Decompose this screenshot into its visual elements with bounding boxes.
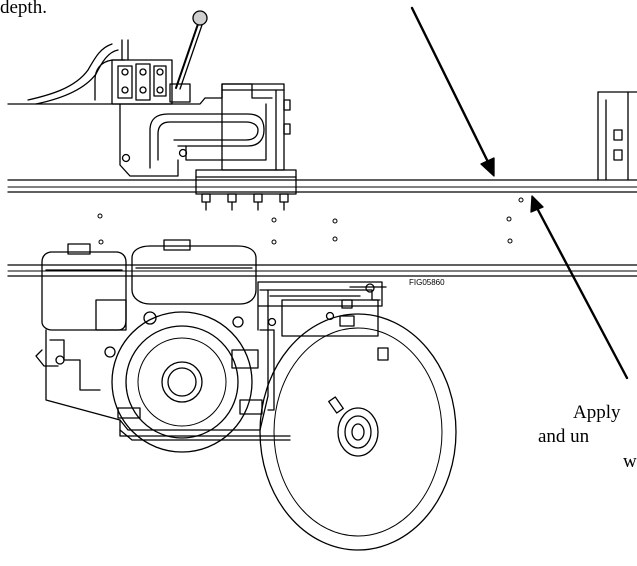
callout-bottom-line3: w	[623, 451, 637, 472]
transport-wheel	[259, 313, 457, 551]
figure-id-label: FIG05860	[409, 278, 445, 287]
control-valve-assembly	[7, 10, 297, 211]
engine	[35, 239, 389, 453]
callout-arrows	[410, 6, 629, 380]
callout-bottom-line1: Apply	[573, 402, 621, 423]
callout-bottom-line2: and un	[538, 426, 590, 447]
beam-mounting-holes	[97, 197, 524, 245]
guide-bolts	[201, 193, 289, 211]
recoil-starter	[111, 311, 253, 453]
splitter-beam	[7, 179, 637, 277]
beam-end-plate	[597, 91, 637, 181]
callout-top-fragment: depth.	[0, 0, 47, 18]
